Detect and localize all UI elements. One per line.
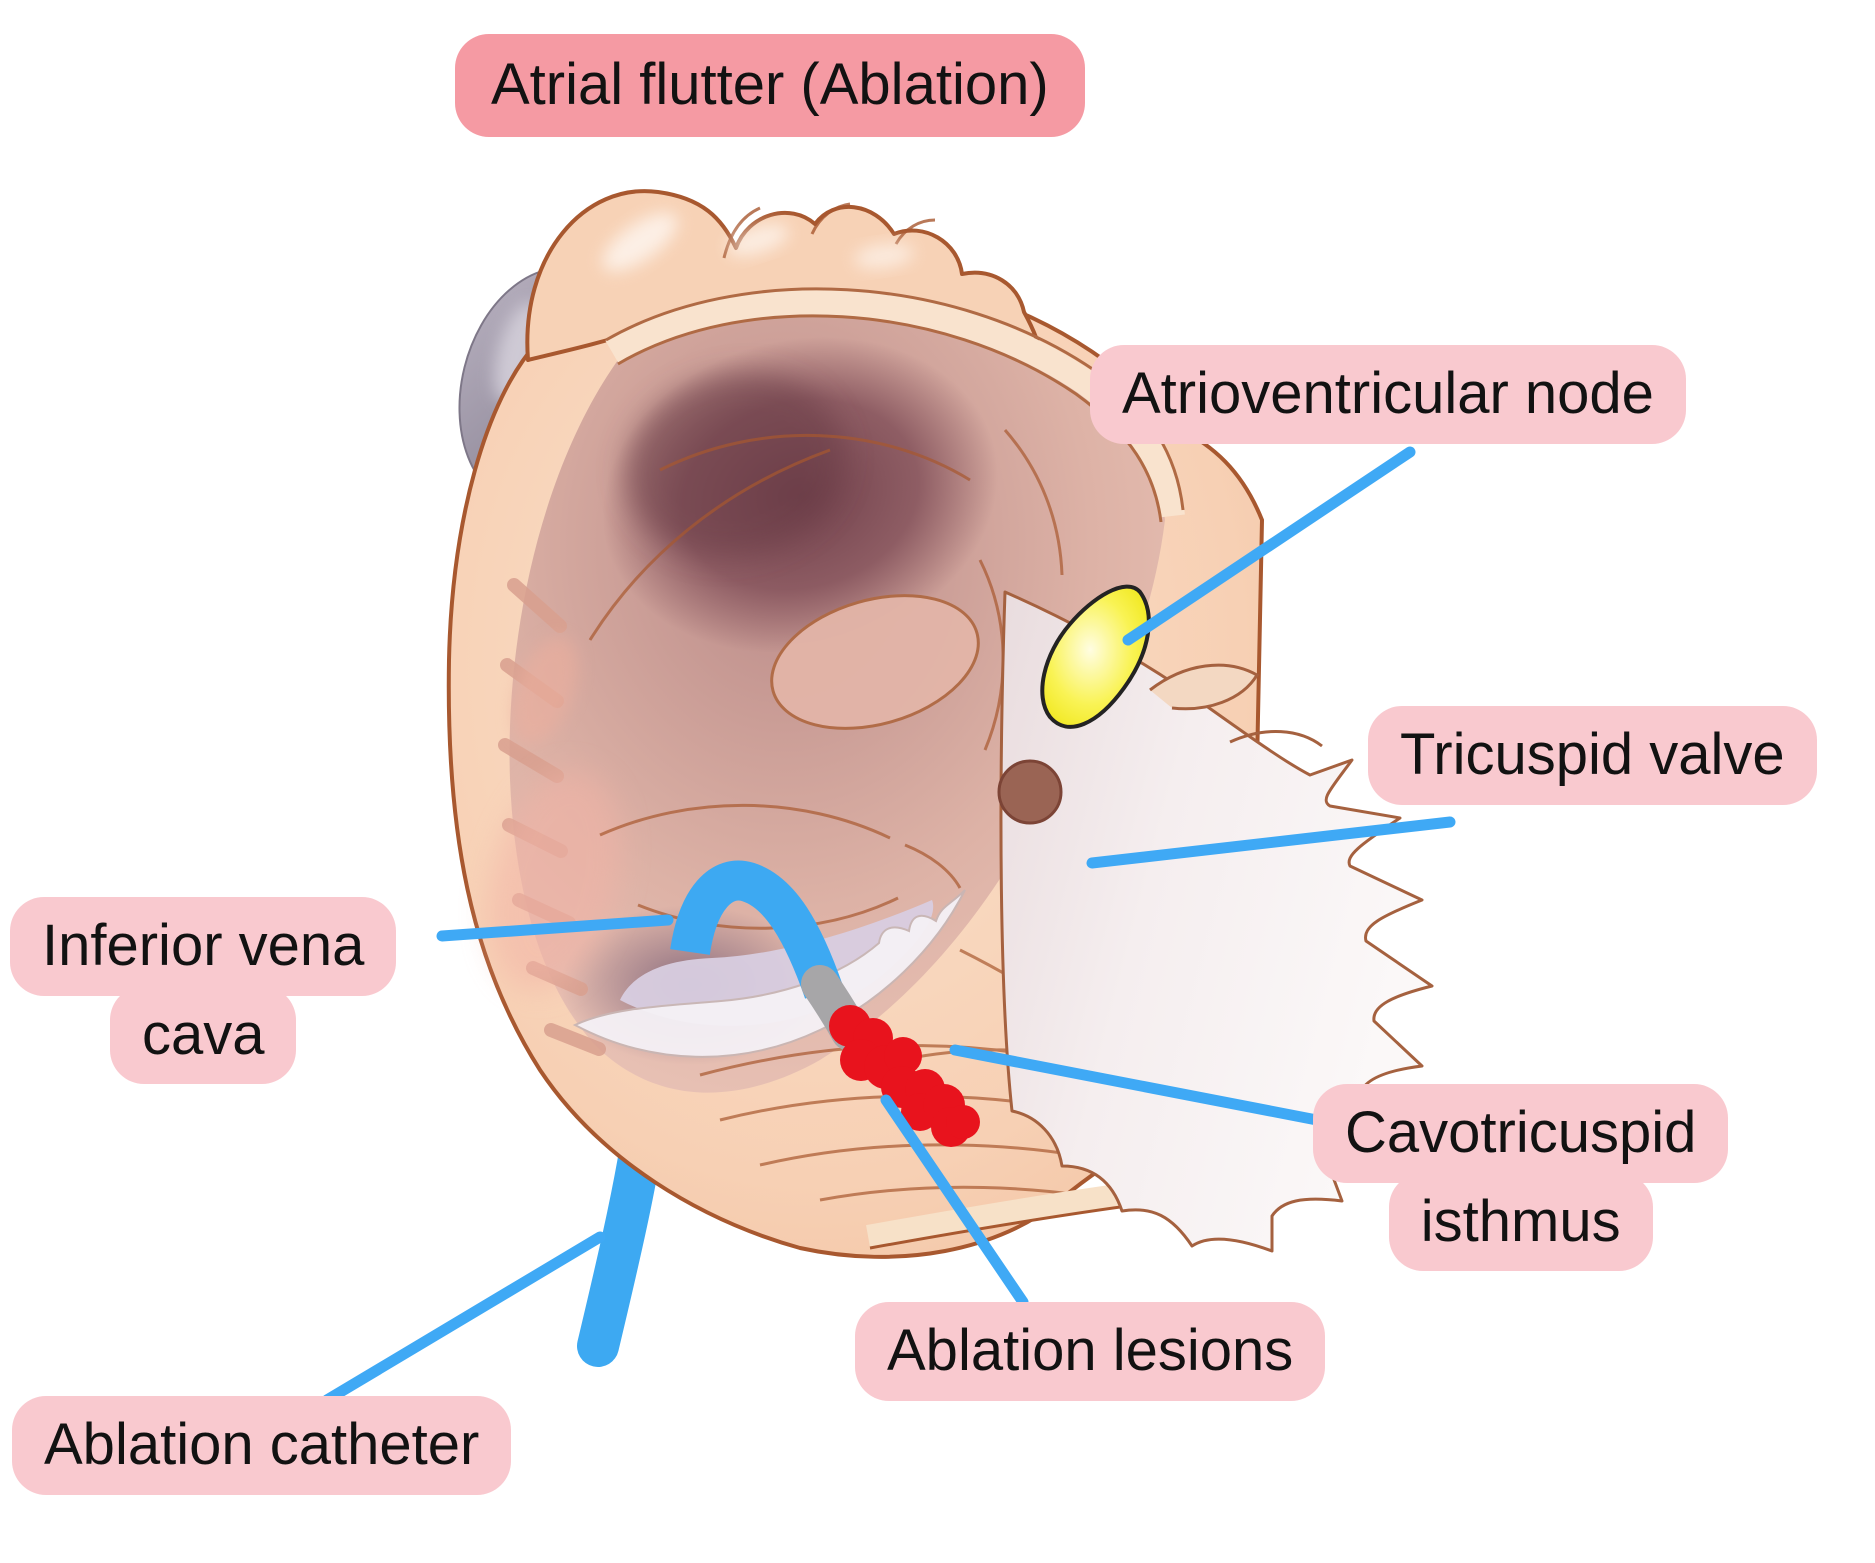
label-cavotricuspid-isthmus-line1: Cavotricuspid [1313, 1084, 1729, 1183]
coronary-sinus-ostium [997, 759, 1063, 825]
label-cavotricuspid-isthmus-line2: isthmus [1388, 1172, 1653, 1272]
fossa-ovalis [770, 594, 980, 730]
label-inferior-vena-cava-line1: Inferior vena [10, 897, 397, 996]
leader-av-node [1122, 446, 1416, 646]
leader-cavotricuspid-isthmus [949, 1044, 1328, 1127]
leader-inferior-vena-cava [436, 914, 674, 942]
eustachian-ridge [620, 900, 934, 1026]
av-node-shape [1040, 584, 1151, 729]
ablation-lesion-dots [829, 1005, 980, 1147]
leader-tricuspid-valve [1086, 816, 1456, 869]
label-inferior-vena-cava-line2: cava [109, 985, 297, 1085]
label-ablation-catheter: Ablation catheter [12, 1396, 512, 1495]
leader-ablation-catheter [321, 1231, 606, 1406]
label-tricuspid-valve: Tricuspid valve [1368, 706, 1817, 805]
catheter-loop-blue [670, 860, 843, 999]
label-atrioventricular-node: Atrioventricular node [1090, 345, 1686, 444]
leader-lines [321, 446, 1456, 1406]
leader-ablation-lesions [880, 1094, 1029, 1308]
cutaway-rim-top [605, 287, 1185, 523]
diagram-title: Atrial flutter (Ablation) [455, 34, 1085, 137]
label-cavotricuspid-isthmus: Cavotricuspid isthmus [1313, 1084, 1729, 1272]
label-inferior-vena-cava: Inferior vena cava [10, 897, 397, 1085]
label-ablation-lesions: Ablation lesions [855, 1302, 1326, 1401]
valve-leaflet-sliver [572, 889, 966, 1058]
